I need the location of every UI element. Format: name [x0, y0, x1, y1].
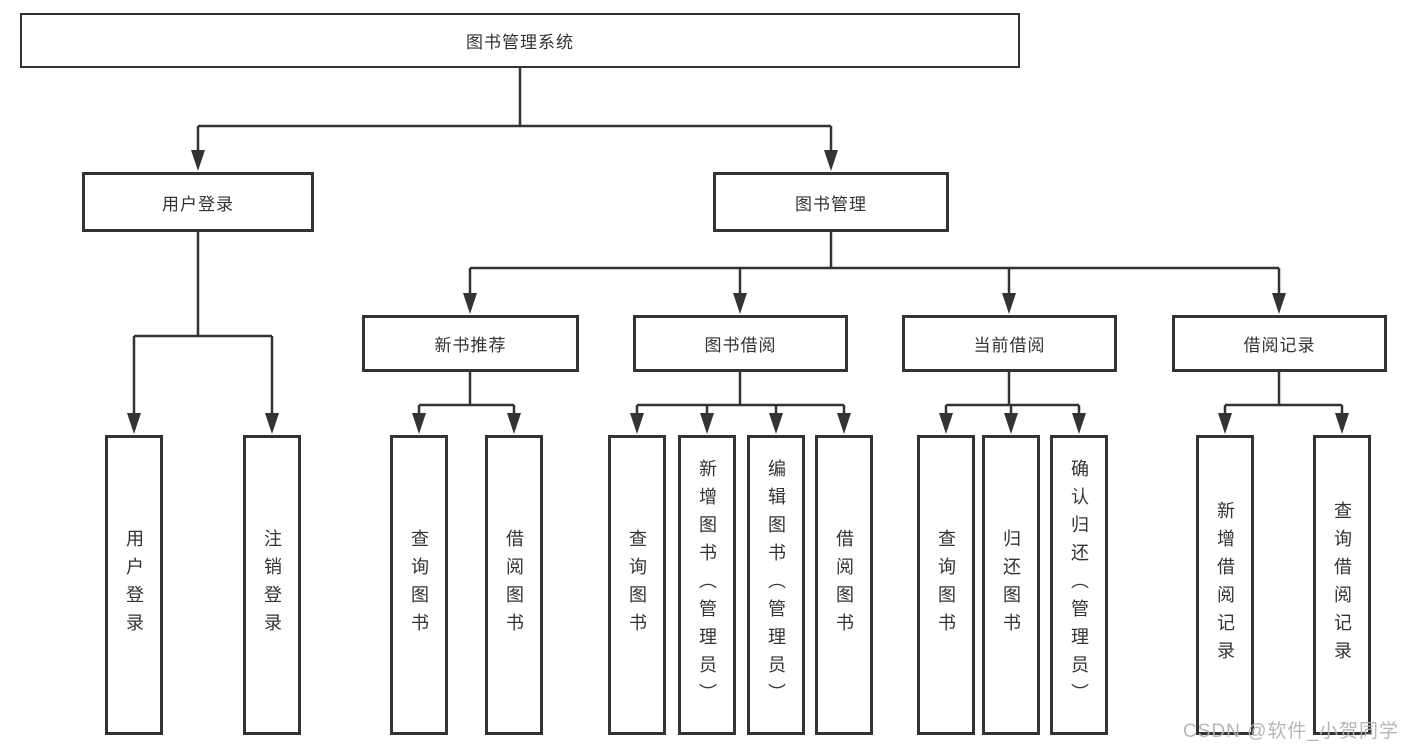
node-query-borrow-record: 查询借阅记录 [1313, 435, 1371, 735]
connector-book-borrowing-branch [630, 372, 851, 434]
node-current-borrowing: 当前借阅 [902, 315, 1117, 372]
node-borrowing-records: 借阅记录 [1172, 315, 1387, 372]
connector-new-book-recommend-branch [412, 372, 521, 434]
arrowhead [507, 413, 521, 434]
node-library-system-label: 图书管理系统 [466, 33, 574, 52]
node-query-books-recommend: 查询图书 [390, 435, 448, 735]
node-user-login-label: 用户登录 [162, 194, 234, 214]
node-book-management-label: 图书管理 [795, 194, 867, 214]
arrowhead [265, 413, 279, 434]
arrowhead [769, 413, 783, 434]
node-query-books-borrowing-label: 查询图书 [627, 529, 647, 641]
arrowhead [1072, 413, 1086, 434]
node-library-system: 图书管理系统 [20, 13, 1020, 68]
csdn-watermark: CSDN @软件_小贺同学 [1183, 721, 1399, 742]
node-borrow-books-leaf: 借阅图书 [815, 435, 873, 735]
connector-current-borrowing-branch [939, 372, 1086, 434]
arrowhead [837, 413, 851, 434]
arrowhead [191, 150, 205, 171]
node-book-borrowing: 图书借阅 [633, 315, 848, 372]
arrowhead [412, 413, 426, 434]
connector-user-login-branch [127, 232, 279, 434]
node-return-books-label: 归还图书 [1001, 529, 1021, 641]
node-query-books-current-label: 查询图书 [936, 529, 956, 641]
node-borrow-books-recommend: 借阅图书 [485, 435, 543, 735]
arrowhead [1335, 413, 1349, 434]
node-return-books: 归还图书 [982, 435, 1040, 735]
node-edit-books-admin: 编辑图书（管理员） [747, 435, 805, 735]
node-query-books-borrowing: 查询图书 [608, 435, 666, 735]
arrowhead [463, 293, 477, 314]
node-user-login-leaf: 用户登录 [105, 435, 163, 735]
arrowhead [733, 293, 747, 314]
node-logout-leaf-label: 注销登录 [262, 529, 282, 641]
node-query-books-recommend-label: 查询图书 [409, 529, 429, 641]
arrowhead [127, 413, 141, 434]
node-borrowing-records-label: 借阅记录 [1243, 336, 1316, 355]
arrowhead [824, 150, 838, 171]
arrowhead [630, 413, 644, 434]
connector-root-to-level2 [191, 68, 838, 171]
node-user-login: 用户登录 [82, 172, 314, 232]
node-book-management: 图书管理 [713, 172, 949, 232]
node-add-books-admin-label: 新增图书（管理员） [697, 459, 717, 711]
node-add-books-admin: 新增图书（管理员） [678, 435, 736, 735]
node-add-borrow-record-label: 新增借阅记录 [1215, 501, 1235, 669]
node-new-book-recommend: 新书推荐 [362, 315, 579, 372]
node-borrow-books-recommend-label: 借阅图书 [504, 529, 524, 641]
node-logout-leaf: 注销登录 [243, 435, 301, 735]
arrowhead [1272, 293, 1286, 314]
connector-book-management-branch [463, 232, 1286, 314]
node-new-book-recommend-label: 新书推荐 [434, 336, 507, 355]
node-add-borrow-record: 新增借阅记录 [1196, 435, 1254, 735]
arrowhead [939, 413, 953, 434]
arrowhead [1218, 413, 1232, 434]
arrowhead [700, 413, 714, 434]
arrowhead [1002, 293, 1016, 314]
arrowhead [1004, 413, 1018, 434]
node-confirm-return-admin-label: 确认归还（管理员） [1069, 459, 1089, 711]
node-book-borrowing-label: 图书借阅 [704, 336, 777, 355]
node-query-borrow-record-label: 查询借阅记录 [1332, 501, 1352, 669]
node-edit-books-admin-label: 编辑图书（管理员） [766, 459, 786, 711]
node-user-login-leaf-label: 用户登录 [124, 529, 144, 641]
node-confirm-return-admin: 确认归还（管理员） [1050, 435, 1108, 735]
node-borrow-books-leaf-label: 借阅图书 [834, 529, 854, 641]
node-current-borrowing-label: 当前借阅 [973, 336, 1046, 355]
connector-borrowing-records-branch [1218, 372, 1349, 434]
node-query-books-current: 查询图书 [917, 435, 975, 735]
